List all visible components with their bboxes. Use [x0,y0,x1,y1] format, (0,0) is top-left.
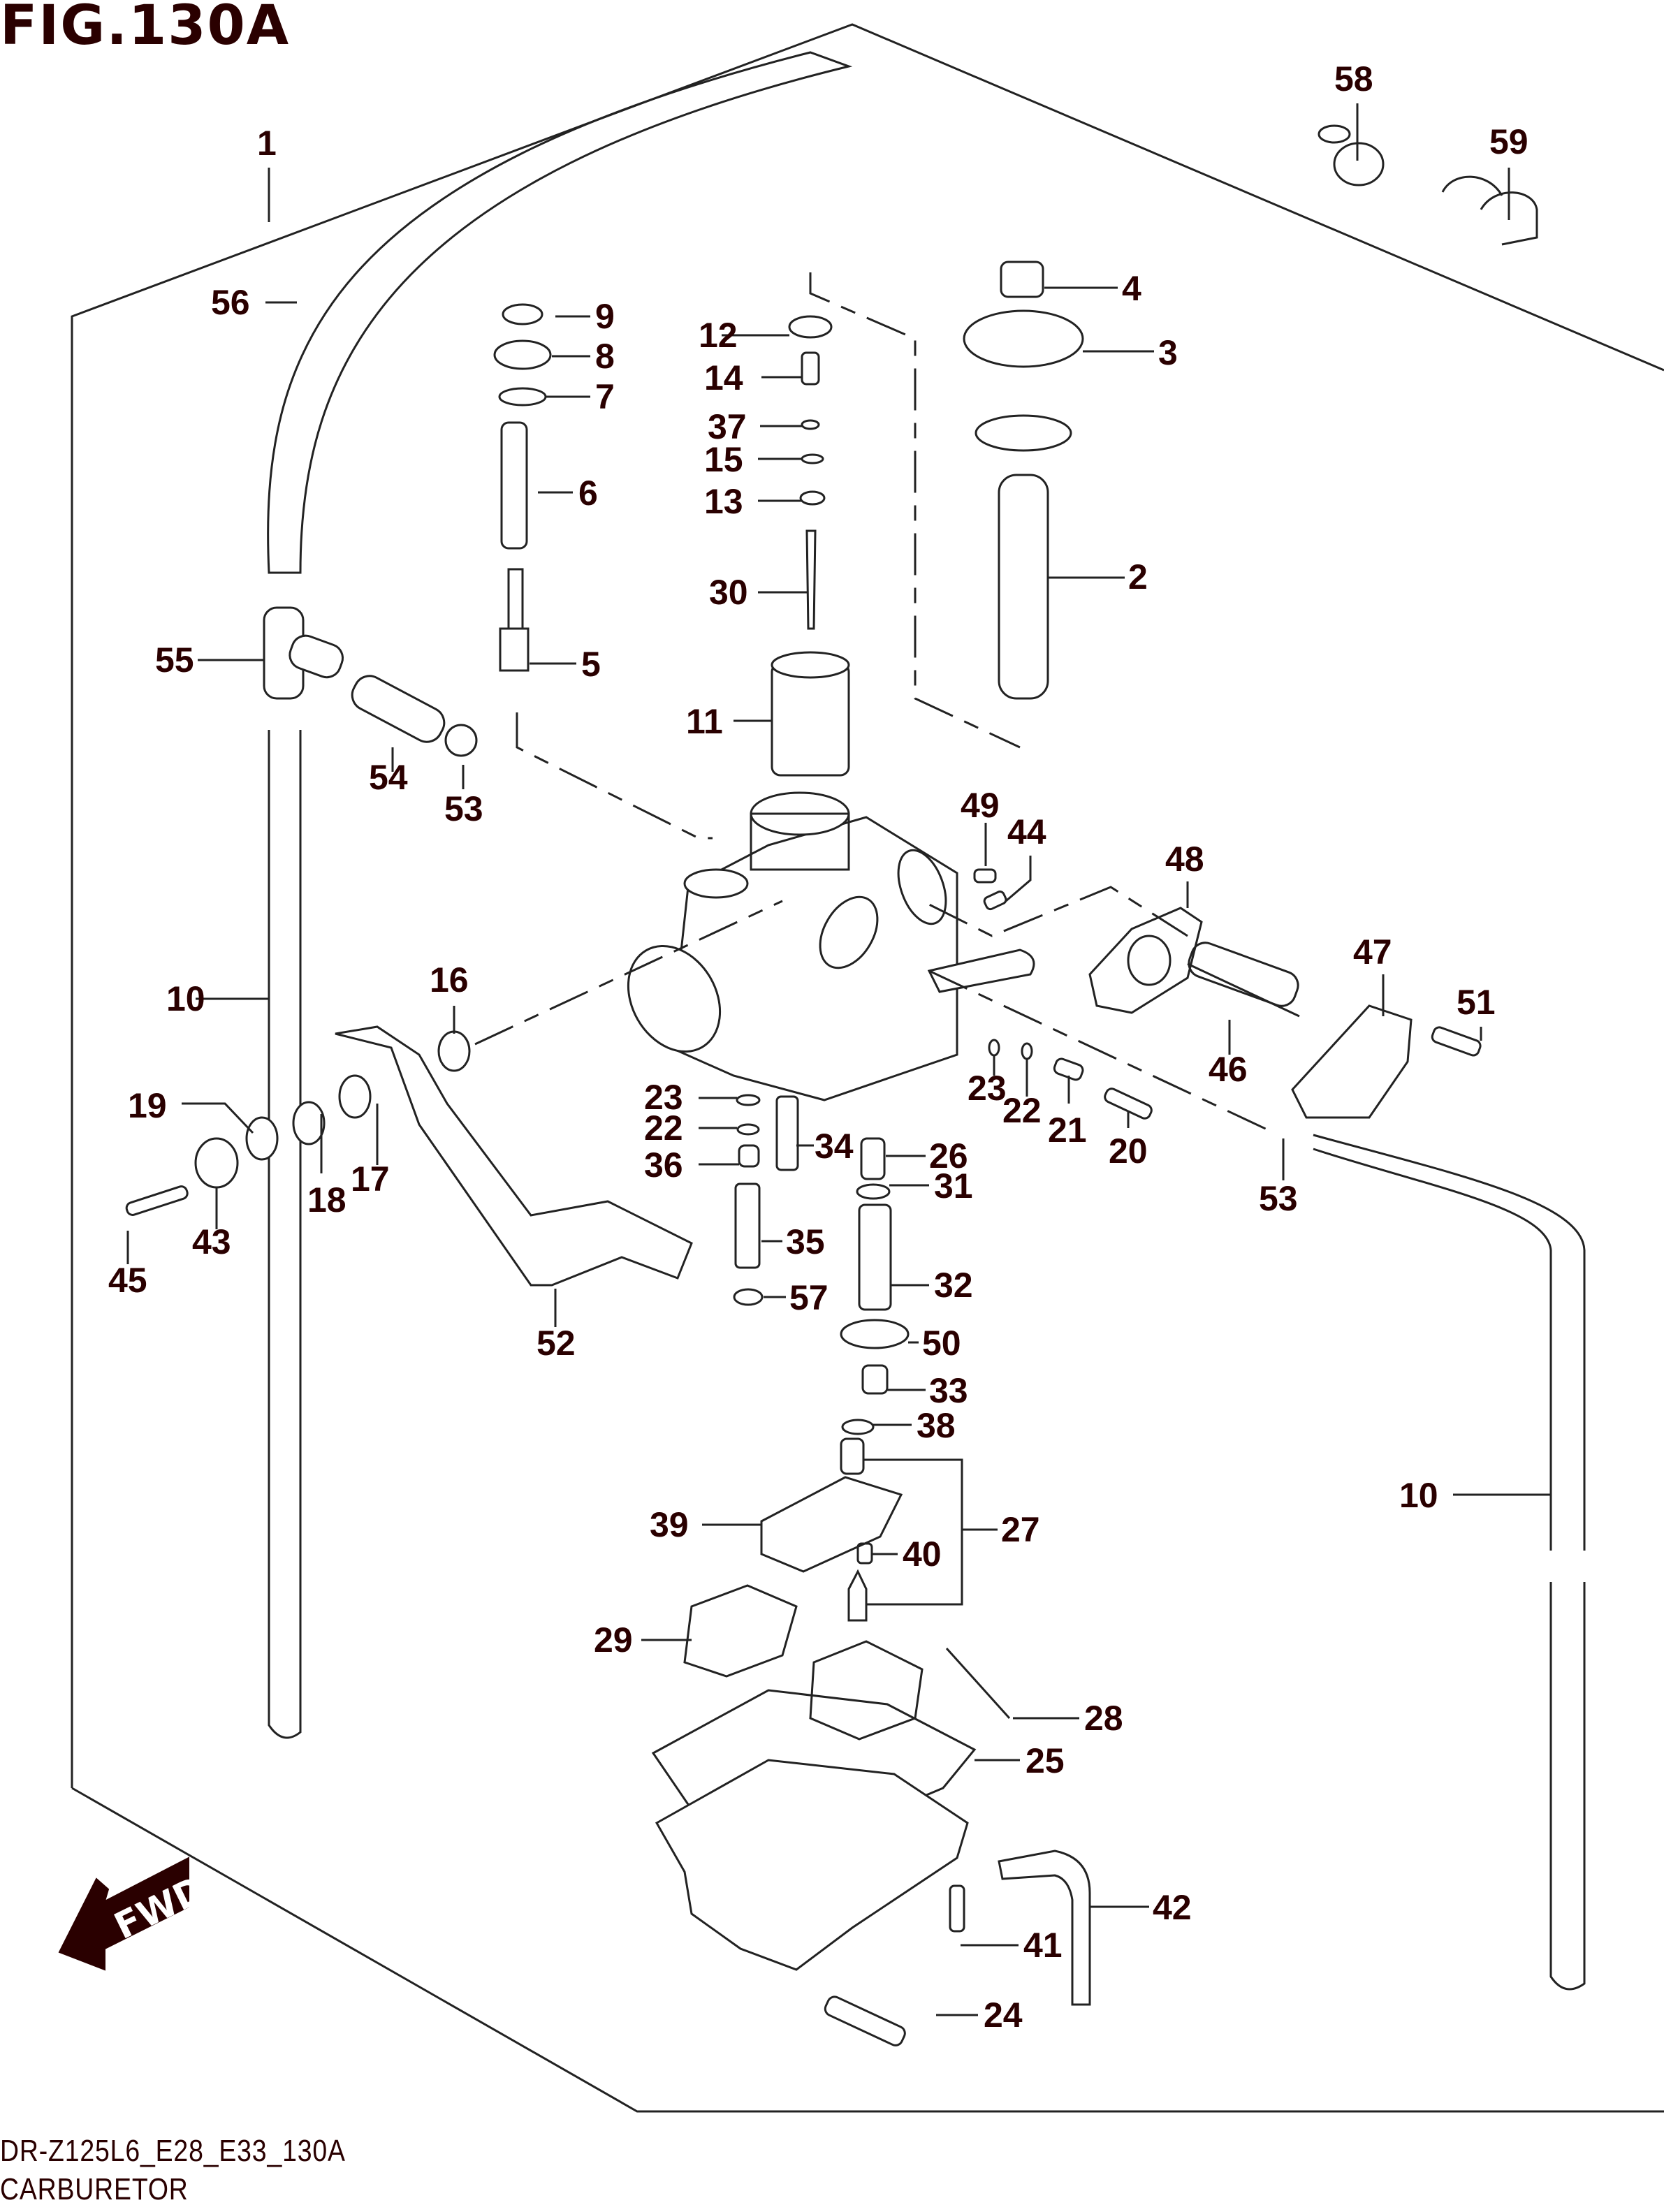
model-code: DR-Z125L6_E28_E33_130A [0,2134,346,2168]
part-number-label[interactable]: 36 [644,1145,683,1185]
part-number-label[interactable]: 21 [1048,1111,1087,1150]
throttle-valve-parts[interactable] [771,315,850,777]
hose-clamp-58[interactable] [1318,124,1385,186]
part-number-label[interactable]: 53 [444,789,483,828]
jet-parts[interactable] [733,1039,1153,1311]
assembly-frame-bottom [71,1787,1664,2113]
part-number-label[interactable]: 13 [704,482,743,521]
part-number-label[interactable]: 45 [108,1261,147,1300]
part-number-label[interactable]: 24 [984,1995,1023,2035]
clamp-53-left[interactable] [444,724,478,757]
carburetor-body[interactable] [610,791,1035,1101]
part-number-label[interactable]: 50 [922,1324,961,1363]
part-number-label[interactable]: 12 [699,316,738,355]
part-number-label[interactable]: 16 [430,960,469,999]
part-number-label[interactable]: 31 [934,1166,973,1206]
part-number-label[interactable]: 46 [1209,1050,1248,1089]
part-number-label[interactable]: 14 [704,358,743,397]
part-number-label[interactable]: 22 [644,1108,683,1148]
part-number-label[interactable]: 59 [1489,122,1528,161]
part-number-label[interactable]: 48 [1165,840,1204,879]
part-number-label[interactable]: 57 [789,1278,829,1317]
part-number-label[interactable]: 7 [595,377,615,416]
part-number-label[interactable]: 33 [929,1371,968,1410]
part-number-label[interactable]: 52 [537,1324,576,1363]
linkage-parts[interactable] [125,1025,693,1287]
vent-hose-10-right[interactable] [1313,1134,1586,1991]
connector-line [921,886,1188,937]
part-number-label[interactable]: 44 [1007,812,1046,851]
leader-line [182,1102,254,1134]
part-number-label[interactable]: 10 [166,979,205,1018]
part-number-label[interactable]: 11 [686,702,723,741]
part-number-label[interactable]: 34 [815,1127,854,1166]
part-number-label[interactable]: 28 [1084,1699,1123,1738]
part-number-label[interactable]: 2 [1128,557,1148,596]
hose-clamp-59[interactable] [1441,175,1538,246]
top-cap-parts[interactable] [963,261,1084,700]
part-number-label[interactable]: 49 [961,786,1000,825]
t-joint-55[interactable] [263,606,346,700]
part-number-label[interactable]: 37 [708,407,747,446]
part-number-label[interactable]: 32 [934,1266,973,1305]
part-number-label[interactable]: 51 [1457,983,1496,1022]
part-number-label[interactable]: 41 [1023,1926,1063,1965]
connector-line [516,712,713,840]
part-number-label[interactable]: 23 [968,1069,1007,1108]
accelerator-pump-parts[interactable] [973,868,1482,1119]
part-number-label[interactable]: 1 [257,124,277,163]
part-number-label[interactable]: 30 [709,573,748,612]
part-number-label[interactable]: 17 [351,1159,390,1199]
part-number-label[interactable]: 4 [1122,269,1141,308]
connector-line [474,900,783,1046]
connector-line [928,969,1272,1133]
part-number-label[interactable]: 26 [929,1136,968,1175]
part-number-label[interactable]: 43 [192,1222,231,1261]
leader-line [1005,856,1032,902]
part-number-label[interactable]: 3 [1158,333,1178,372]
part-number-label[interactable]: 25 [1026,1741,1065,1780]
vent-hose-56[interactable] [267,51,853,1739]
part-number-label[interactable]: 38 [917,1406,956,1445]
part-number-label[interactable]: 35 [786,1222,825,1261]
part-number-label[interactable]: 18 [307,1180,346,1219]
part-number-label[interactable]: 55 [155,640,194,680]
part-number-label[interactable]: 15 [704,440,743,479]
part-number-label[interactable]: 5 [581,645,601,684]
figure-title: FIG.130A [0,0,291,57]
part-number-label[interactable]: 47 [1353,932,1392,972]
part-number-label[interactable]: 58 [1334,59,1373,98]
part-number-label[interactable]: 9 [595,297,615,336]
part-number-label[interactable]: 39 [650,1505,689,1544]
part-number-label[interactable]: 40 [903,1535,942,1574]
part-number-label[interactable]: 8 [595,337,615,376]
assembly-frame [71,23,1664,1788]
part-number-label[interactable]: 56 [211,283,250,322]
part-number-label[interactable]: 6 [578,474,598,513]
part-number-label[interactable]: 42 [1153,1888,1192,1927]
leader-line [863,1458,998,1606]
float-bowl-parts[interactable] [651,1319,1091,2048]
part-number-label[interactable]: 27 [1001,1510,1040,1549]
starter-plunger-parts[interactable] [493,303,552,672]
section-name: CARBURETOR [0,2172,189,2206]
fwd-arrow-icon: FWD [58,1856,212,1971]
part-number-label[interactable]: 22 [1002,1091,1042,1130]
connector-line [809,272,1021,749]
part-number-label[interactable]: 19 [128,1086,167,1125]
part-number-label[interactable]: 20 [1109,1131,1148,1171]
part-number-label[interactable]: 29 [594,1620,633,1660]
hose-54[interactable] [346,671,449,747]
part-number-label[interactable]: 10 [1399,1476,1438,1515]
part-number-label[interactable]: 23 [644,1078,683,1117]
part-number-label[interactable]: 53 [1259,1179,1298,1218]
part-number-label[interactable]: 54 [369,758,408,797]
